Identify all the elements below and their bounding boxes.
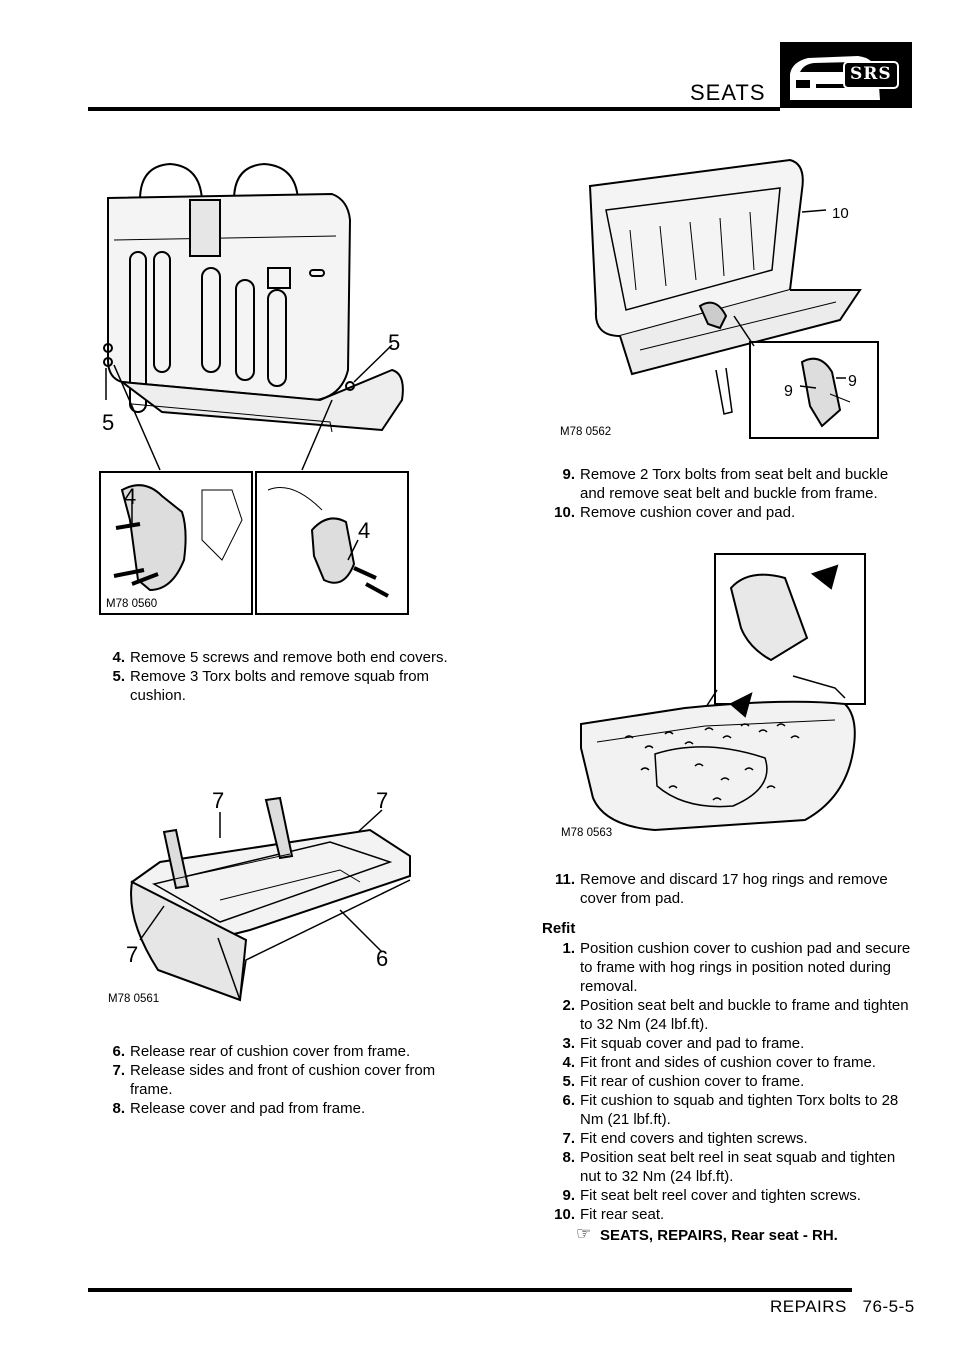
step-item: 3.Fit squab cover and pad to frame.	[562, 1035, 805, 1052]
figure-callout-6: 6	[376, 946, 388, 971]
step-item: 6.Release rear of cushion cover from fra…	[112, 1043, 411, 1060]
step-item: 4.Remove 5 screws and remove both end co…	[112, 649, 448, 666]
step-item: 9.Fit seat belt reel cover and tighten s…	[562, 1187, 861, 1204]
refit-heading: Refit	[542, 920, 576, 937]
figure-callout-7c: 7	[126, 942, 138, 967]
figure-code: M78 0561	[108, 993, 159, 1005]
figure-m78-0562: 10 9 9 M78 0562	[540, 150, 890, 445]
steps-left-a: 4.Remove 5 screws and remove both end co…	[92, 648, 462, 705]
figure-m78-0560: 5 5 4 4 M78 0560	[92, 160, 412, 615]
figure-callout-4b: 4	[358, 518, 370, 543]
step-item: 10.Remove cushion cover and pad.	[554, 504, 796, 521]
step-item: 9.Remove 2 Torx bolts from seat belt and…	[562, 466, 889, 502]
page-header-title: SEATS	[690, 80, 766, 105]
steps-right-a: 9.Remove 2 Torx bolts from seat belt and…	[542, 465, 916, 522]
figure-m78-0563: M78 0563	[545, 548, 875, 848]
header-rule	[88, 107, 780, 111]
figure-callout-9a: 9	[784, 383, 793, 400]
srs-badge-label: SRS	[850, 64, 892, 84]
figure-code: M78 0560	[106, 598, 157, 610]
srs-badge: SRS	[780, 42, 912, 108]
step-item: 5.Remove 3 Torx bolts and remove squab f…	[112, 668, 430, 704]
footer-rule	[88, 1288, 852, 1292]
steps-left-b: 6.Release rear of cushion cover from fra…	[92, 1042, 472, 1118]
step-item: 4.Fit front and sides of cushion cover t…	[562, 1054, 876, 1071]
figure-m78-0561: 7 7 7 6 M78 0561	[100, 770, 440, 1015]
step-item: 7.Release sides and front of cushion cov…	[112, 1062, 436, 1098]
figure-code: M78 0563	[561, 827, 612, 839]
footer-section: REPAIRS	[770, 1297, 847, 1316]
figure-callout-9b: 9	[848, 373, 857, 390]
step-item: 11.Remove and discard 17 hog rings and r…	[554, 871, 888, 907]
figure-callout-7a: 7	[212, 788, 224, 813]
figure-code: M78 0562	[560, 426, 611, 438]
cross-reference-link[interactable]: ☞SEATS, REPAIRS, Rear seat - RH.	[576, 1224, 838, 1244]
step-item: 10.Fit rear seat.	[554, 1206, 665, 1223]
step-item: 6.Fit cushion to squab and tighten Torx …	[562, 1092, 899, 1128]
figure-callout-4a: 4	[124, 484, 136, 509]
step-item: 2.Position seat belt and buckle to frame…	[562, 997, 909, 1033]
steps-right-b: 11.Remove and discard 17 hog rings and r…	[542, 870, 916, 1260]
step-item: 8.Position seat belt reel in seat squab …	[562, 1149, 896, 1185]
footer-page-ref: REPAIRS 76-5-5	[770, 1297, 915, 1317]
footer-page-number: 76-5-5	[862, 1297, 915, 1316]
step-item: 8.Release cover and pad from frame.	[112, 1100, 366, 1117]
figure-callout-7b: 7	[376, 788, 388, 813]
figure-callout-10: 10	[832, 205, 849, 222]
figure-callout-5b: 5	[102, 410, 114, 435]
step-item: 5.Fit rear of cushion cover to frame.	[562, 1073, 805, 1090]
step-item: 1.Position cushion cover to cushion pad …	[562, 940, 911, 995]
figure-callout-5a: 5	[388, 330, 400, 355]
step-item: 7.Fit end covers and tighten screws.	[562, 1130, 808, 1147]
car-icon	[780, 42, 912, 108]
pointing-hand-icon: ☞	[576, 1224, 592, 1243]
